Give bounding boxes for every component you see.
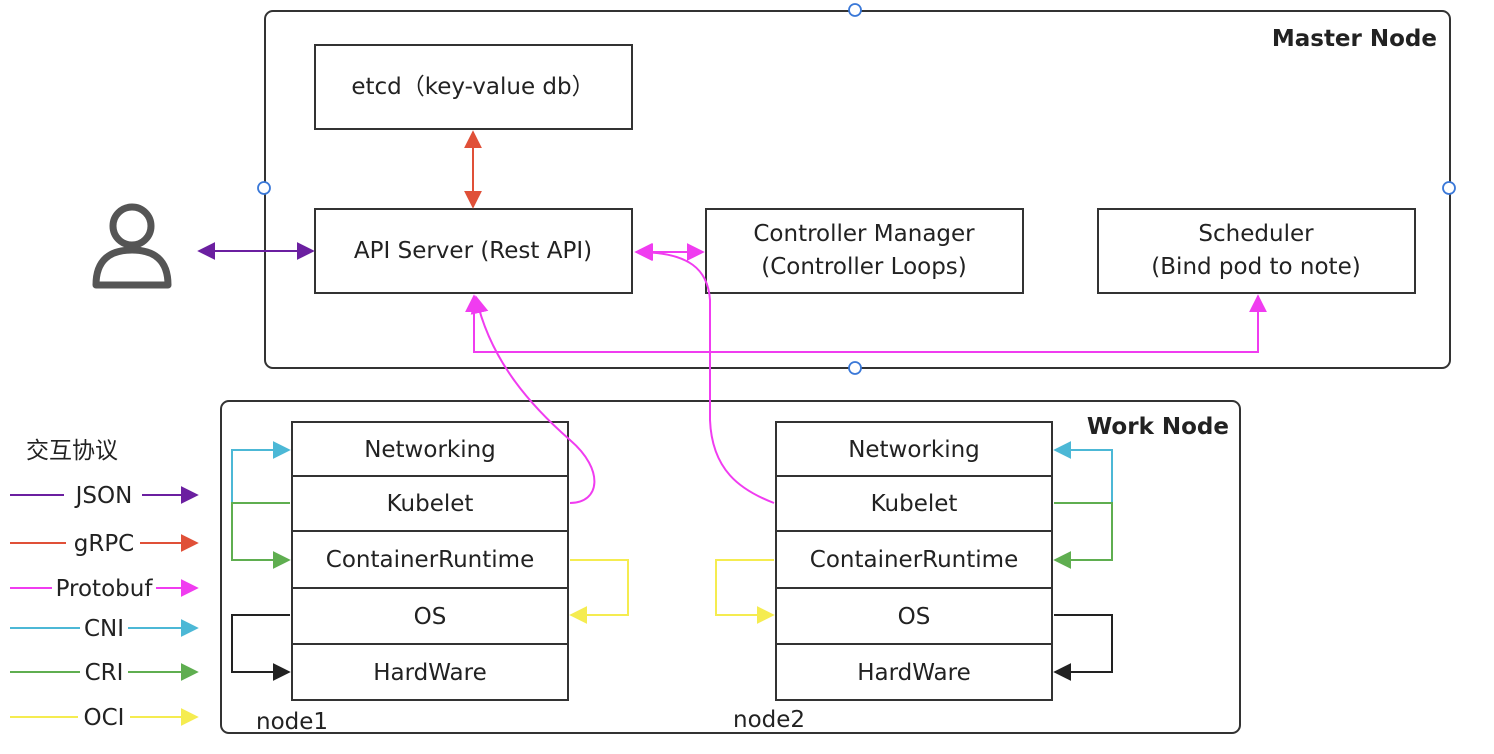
master-node: Master Node etcd（key-value db） API Serve…: [257, 3, 1456, 375]
legend-item-cni: CNI: [10, 616, 199, 642]
protobuf-arrow-node1-kubelet-api: [470, 295, 596, 504]
protobuf-arrow-node2-kubelet-api: [635, 243, 775, 504]
etcd-label: etcd（key-value db）: [351, 74, 594, 100]
node2-networking-label: Networking: [848, 437, 980, 463]
legend-item-protobuf: Protobuf: [10, 576, 199, 602]
legend-item-json: JSON: [10, 483, 199, 509]
resize-handle-bottom[interactable]: [848, 361, 862, 375]
node1-container-runtime-layer[interactable]: ContainerRuntime: [291, 530, 569, 589]
legend-item-oci: OCI: [10, 705, 199, 731]
legend-item-cri: CRI: [10, 660, 199, 686]
resize-handle-left[interactable]: [257, 181, 271, 195]
legend-label-cni: CNI: [84, 616, 124, 642]
master-node-title: Master Node: [1272, 26, 1437, 52]
node1-hardware-layer[interactable]: HardWare: [291, 643, 569, 701]
node2-networking-layer[interactable]: Networking: [775, 421, 1053, 477]
node1-os-layer[interactable]: OS: [291, 587, 569, 645]
node2-hardware-label: HardWare: [857, 660, 971, 686]
node2-cni-connector: [1053, 441, 1113, 504]
node2-os-hardware-connector: [1053, 614, 1113, 681]
node1-kubelet-layer[interactable]: Kubelet: [291, 475, 569, 532]
node2-container-runtime-layer[interactable]: ContainerRuntime: [775, 530, 1053, 589]
protocol-legend: 交互协议 JSON gRPC Protobuf CNI CRI: [10, 438, 199, 731]
controller-manager-subtitle: (Controller Loops): [761, 254, 967, 280]
legend-title: 交互协议: [26, 438, 118, 464]
scheduler-box[interactable]: Scheduler (Bind pod to note): [1097, 208, 1416, 294]
controller-manager-title: Controller Manager: [753, 221, 975, 247]
etcd-box[interactable]: etcd（key-value db）: [314, 44, 633, 130]
legend-item-grpc: gRPC: [10, 531, 199, 557]
node1-networking-layer[interactable]: Networking: [291, 421, 569, 477]
node1-kubelet-label: Kubelet: [387, 491, 474, 517]
legend-label-cri: CRI: [85, 660, 124, 686]
node2-kubelet-label: Kubelet: [871, 491, 958, 517]
legend-label-json: JSON: [74, 483, 133, 509]
work-node-title: Work Node: [1087, 414, 1229, 440]
node2-stack: Networking Kubelet ContainerRuntime OS H…: [733, 421, 1053, 733]
person-icon: [92, 203, 172, 289]
node1-networking-label: Networking: [364, 437, 496, 463]
api-server-label: API Server (Rest API): [354, 238, 592, 264]
node1-os-hardware-connector: [231, 614, 291, 681]
node1-container-runtime-label: ContainerRuntime: [326, 547, 534, 573]
scheduler-subtitle: (Bind pod to note): [1151, 254, 1360, 280]
node1-os-label: OS: [414, 604, 447, 630]
node1-stack: Networking Kubelet ContainerRuntime OS H…: [256, 421, 569, 735]
legend-label-oci: OCI: [84, 705, 125, 731]
work-node-frame: [220, 400, 1241, 734]
scheduler-title: Scheduler: [1198, 221, 1314, 247]
protobuf-arrow-api-scheduler: [465, 294, 1267, 353]
api-server-box[interactable]: API Server (Rest API): [314, 208, 633, 294]
resize-handle-top[interactable]: [848, 3, 862, 17]
legend-label-grpc: gRPC: [74, 531, 135, 557]
resize-handle-right[interactable]: [1442, 181, 1456, 195]
node1-hardware-label: HardWare: [373, 660, 487, 686]
node2-label: node2: [733, 707, 805, 733]
legend-label-protobuf: Protobuf: [56, 576, 154, 602]
node1-oci-connector: [569, 559, 629, 624]
node2-cri-connector: [1053, 502, 1113, 569]
node2-os-label: OS: [898, 604, 931, 630]
node1-cni-connector: [231, 441, 291, 504]
node2-hardware-layer[interactable]: HardWare: [775, 643, 1053, 701]
node2-oci-connector: [715, 559, 775, 624]
work-node: Work Node Networking Kubelet ContainerRu…: [220, 400, 1241, 735]
node2-container-runtime-label: ContainerRuntime: [810, 547, 1018, 573]
node1-cri-connector: [231, 502, 291, 569]
node2-os-layer[interactable]: OS: [775, 587, 1053, 645]
node2-kubelet-layer[interactable]: Kubelet: [775, 475, 1053, 532]
controller-manager-box[interactable]: Controller Manager (Controller Loops): [705, 208, 1024, 294]
node1-label: node1: [256, 709, 328, 735]
